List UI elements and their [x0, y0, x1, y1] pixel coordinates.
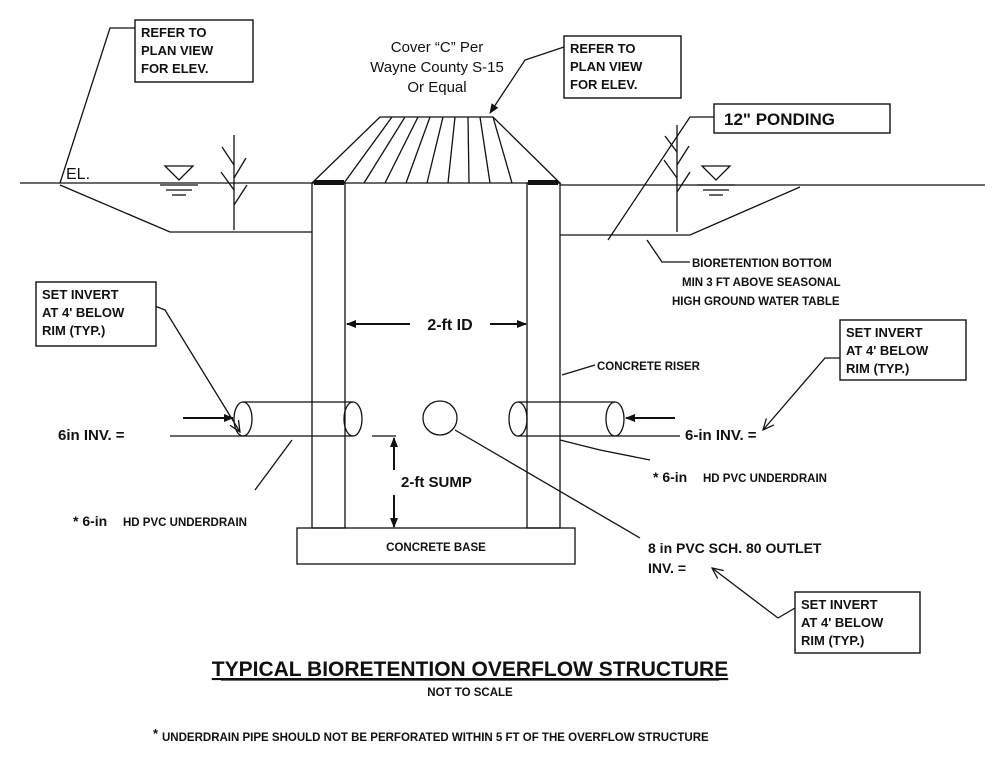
callout-invert-right: SET INVERT AT 4' BELOW RIM (TYP.) [839, 319, 967, 381]
svg-text:Or Equal: Or Equal [407, 79, 466, 96]
svg-text:* 6-in: * 6-in [653, 469, 687, 485]
drawing-title: TYPICAL BIORETENTION OVERFLOW STRUCTURE [212, 658, 728, 681]
svg-text:FOR ELEV.: FOR ELEV. [141, 61, 208, 76]
concrete-base [296, 527, 576, 565]
svg-text:AT 4' BELOW: AT 4' BELOW [846, 343, 929, 358]
svg-text:Wayne County S-15: Wayne County S-15 [370, 59, 504, 76]
svg-text:HIGH GROUND WATER TABLE: HIGH GROUND WATER TABLE [672, 296, 840, 308]
ground-profile [20, 182, 985, 236]
concrete-riser-label: CONCRETE RISER [597, 361, 701, 373]
outlet-pipe [422, 400, 458, 436]
callout-invert-bottom: SET INVERT AT 4' BELOW RIM (TYP.) [794, 591, 921, 654]
sump-label: 2-ft SUMP [401, 474, 472, 491]
leader-lines [59, 27, 845, 619]
svg-text:RIM (TYP.): RIM (TYP.) [846, 361, 909, 376]
riser-id-label: 2-ft ID [427, 317, 472, 334]
callout-invert-left: SET INVERT AT 4' BELOW RIM (TYP.) [35, 281, 157, 347]
underdrain-label-right: * 6-in HD PVC UNDERDRAIN [653, 469, 827, 485]
invert-label-right: 6-in INV. = [685, 427, 757, 444]
bioretention-bottom-label: BIORETENTION BOTTOM MIN 3 FT ABOVE SEASO… [672, 258, 841, 308]
plant-icon [220, 135, 248, 230]
svg-text:BIORETENTION BOTTOM: BIORETENTION BOTTOM [692, 258, 832, 270]
svg-text:REFER TO: REFER TO [570, 41, 636, 56]
svg-text:REFER TO: REFER TO [141, 25, 207, 40]
underdrain-pipe-right [508, 401, 625, 437]
svg-text:PLAN VIEW: PLAN VIEW [570, 59, 643, 74]
svg-text:INV. =: INV. = [648, 560, 686, 576]
elevation-label: EL. [66, 166, 90, 183]
svg-text:8 in PVC SCH. 80 OUTLET: 8 in PVC SCH. 80 OUTLET [648, 540, 822, 556]
underdrain-pipe-left [233, 401, 363, 437]
svg-text:SET INVERT: SET INVERT [42, 287, 119, 302]
footnote: * UNDERDRAIN PIPE SHOULD NOT BE PERFORAT… [153, 726, 709, 744]
callout-ponding: 12" PONDING [713, 103, 891, 134]
svg-text:HD PVC UNDERDRAIN: HD PVC UNDERDRAIN [703, 473, 827, 485]
svg-text:12" PONDING: 12" PONDING [724, 110, 835, 129]
underdrain-label-left: * 6-in HD PVC UNDERDRAIN [73, 513, 247, 529]
svg-text:SET INVERT: SET INVERT [846, 325, 923, 340]
water-level-icon [697, 165, 735, 196]
concrete-base-label: CONCRETE BASE [386, 542, 486, 554]
grate-cover [310, 116, 562, 184]
invert-label-left: 6in INV. = [58, 427, 125, 444]
svg-text:MIN 3 FT ABOVE SEASONAL: MIN 3 FT ABOVE SEASONAL [682, 277, 841, 289]
svg-text:* 6-in: * 6-in [73, 513, 107, 529]
water-level-icon [160, 165, 198, 196]
drawing-subtitle: NOT TO SCALE [427, 687, 513, 699]
outlet-label: 8 in PVC SCH. 80 OUTLET INV. = [648, 540, 822, 576]
svg-text:AT 4' BELOW: AT 4' BELOW [42, 305, 125, 320]
svg-text:FOR ELEV.: FOR ELEV. [570, 77, 637, 92]
svg-text:RIM (TYP.): RIM (TYP.) [42, 323, 105, 338]
callout-refer-left: REFER TO PLAN VIEW FOR ELEV. [134, 19, 254, 83]
svg-text:UNDERDRAIN PIPE SHOULD NOT BE: UNDERDRAIN PIPE SHOULD NOT BE PERFORATED… [162, 732, 709, 744]
svg-text:RIM (TYP.): RIM (TYP.) [801, 633, 864, 648]
svg-text:PLAN VIEW: PLAN VIEW [141, 43, 214, 58]
svg-text:HD PVC UNDERDRAIN: HD PVC UNDERDRAIN [123, 517, 247, 529]
svg-text:SET INVERT: SET INVERT [801, 597, 878, 612]
svg-text:Cover “C” Per: Cover “C” Per [391, 39, 484, 56]
svg-text:AT 4' BELOW: AT 4' BELOW [801, 615, 884, 630]
cover-label: Cover “C” Per Wayne County S-15 Or Equal [370, 39, 504, 96]
plant-icon [663, 125, 691, 232]
svg-text:*: * [153, 726, 159, 741]
callout-refer-top: REFER TO PLAN VIEW FOR ELEV. [563, 35, 682, 99]
